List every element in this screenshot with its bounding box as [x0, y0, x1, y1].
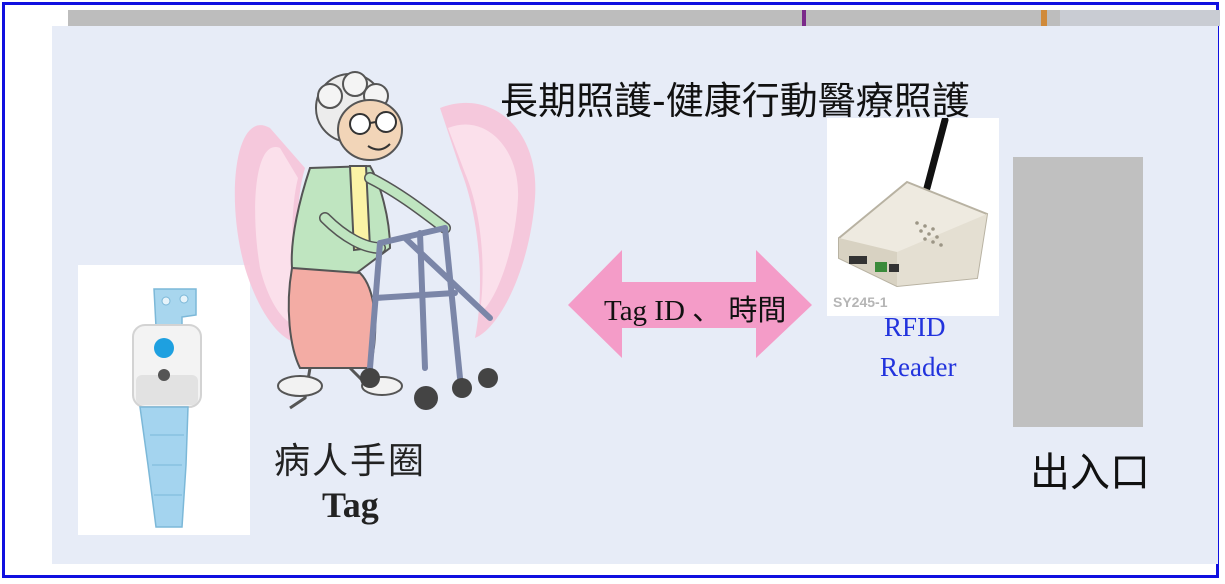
elderly-walker-icon: [234, 71, 536, 410]
wristband-photo: [78, 265, 250, 535]
rfid-reader-icon: [838, 116, 989, 288]
top-bar: [68, 10, 1220, 26]
data-arrow: [568, 250, 814, 364]
reader-label-line2: Reader: [880, 352, 957, 382]
top-bar-segment: [1060, 10, 1220, 26]
exit-door-block: [1013, 157, 1143, 427]
patient-illustration: [230, 68, 560, 432]
double-arrow-icon: [568, 250, 812, 358]
wristband-icon: [132, 288, 202, 528]
tag-label-en: Tag: [322, 485, 379, 525]
top-bar-marker: [802, 10, 806, 26]
tag-label-cn: 病人手圈: [274, 441, 427, 481]
top-bar-marker: [1041, 10, 1047, 26]
rfid-reader-photo: [827, 116, 999, 316]
exit-label: 出入口: [1030, 450, 1150, 496]
slide-title: 長期照護-健康行動醫療照護: [500, 79, 970, 123]
arrow-label: Tag ID 、 時間: [604, 295, 787, 327]
reader-label-line1: RFID: [884, 312, 946, 342]
reader-model-label: SY245-1: [833, 294, 888, 310]
